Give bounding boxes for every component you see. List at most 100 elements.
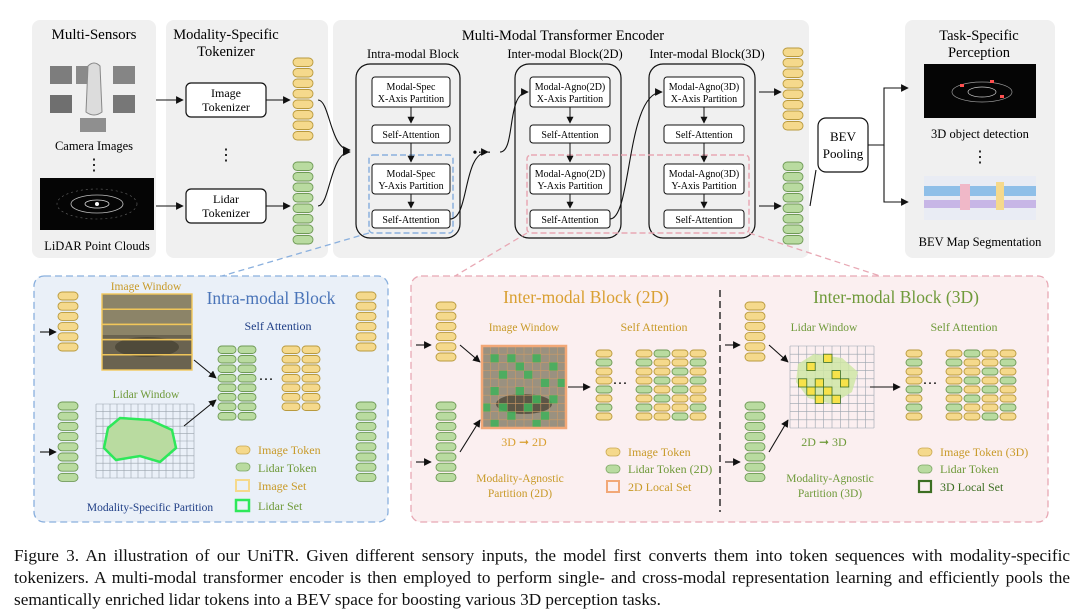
token bbox=[301, 383, 321, 392]
token bbox=[981, 349, 999, 358]
image-token-3d-cell bbox=[840, 378, 850, 388]
token bbox=[905, 376, 923, 385]
token bbox=[653, 412, 671, 421]
inter3d-partition-y-1: Modal-Agno(3D) bbox=[669, 169, 740, 180]
token bbox=[281, 364, 301, 373]
token bbox=[653, 394, 671, 403]
token bbox=[653, 367, 671, 376]
token bbox=[435, 301, 457, 311]
token bbox=[981, 358, 999, 367]
inter2d-partition-y-2: Y-Axis Partition bbox=[537, 181, 602, 192]
token bbox=[999, 394, 1017, 403]
inter3d-self-attention-label: Self Attention bbox=[931, 320, 998, 334]
token bbox=[292, 214, 314, 224]
camera-images-thumbnails bbox=[50, 62, 135, 132]
token bbox=[782, 100, 804, 110]
token bbox=[981, 385, 999, 394]
token bbox=[963, 358, 981, 367]
lidar-token-2d-cell bbox=[490, 387, 499, 396]
lidar-token-2d-cell bbox=[557, 378, 566, 387]
token bbox=[963, 394, 981, 403]
inter2d-self-attention-2: Self-Attention bbox=[541, 215, 598, 226]
token bbox=[57, 401, 79, 411]
token bbox=[653, 385, 671, 394]
token bbox=[635, 376, 653, 385]
bev-pooling-box bbox=[817, 117, 869, 173]
inter2d-legend-local-set: 2D Local Set bbox=[628, 480, 692, 494]
token bbox=[595, 412, 613, 421]
token bbox=[217, 374, 237, 383]
token bbox=[57, 442, 79, 452]
camera-images-label: Camera Images bbox=[55, 139, 133, 153]
token bbox=[292, 224, 314, 234]
token bbox=[57, 472, 79, 482]
inter3d-partition-x-2: X-Axis Partition bbox=[671, 94, 737, 105]
token bbox=[744, 442, 766, 452]
image-token-3d-cell bbox=[831, 370, 841, 380]
token bbox=[57, 432, 79, 442]
token bbox=[635, 403, 653, 412]
token bbox=[237, 374, 257, 383]
detection-label: 3D object detection bbox=[931, 127, 1030, 141]
token bbox=[744, 452, 766, 462]
token bbox=[905, 385, 923, 394]
token bbox=[981, 367, 999, 376]
token bbox=[301, 402, 321, 411]
inter-detail-panel bbox=[410, 275, 1049, 523]
intra-block-internals: Modal-Spec X-Axis Partition Self-Attenti… bbox=[371, 76, 451, 229]
segmentation-label: BEV Map Segmentation bbox=[919, 235, 1042, 249]
token bbox=[355, 442, 377, 452]
encoder-title: Multi-Modal Transformer Encoder bbox=[462, 28, 664, 44]
inter2d-block-frame bbox=[514, 63, 622, 239]
token bbox=[292, 203, 314, 213]
token bbox=[435, 352, 457, 362]
inter2d-detail-arrows bbox=[416, 341, 591, 466]
token bbox=[782, 89, 804, 99]
lidar-token-2d-cell bbox=[532, 395, 541, 404]
token bbox=[301, 393, 321, 402]
token bbox=[217, 412, 237, 421]
token bbox=[782, 110, 804, 120]
token bbox=[744, 342, 766, 352]
intra-image-window bbox=[102, 294, 192, 370]
token bbox=[905, 403, 923, 412]
segmentation-result-image bbox=[924, 176, 1036, 220]
token bbox=[905, 358, 923, 367]
token bbox=[744, 401, 766, 411]
token bbox=[744, 411, 766, 421]
token bbox=[301, 345, 321, 354]
multi-sensors-title: Multi-Sensors bbox=[51, 27, 136, 43]
token bbox=[281, 355, 301, 364]
lidar-token-2d-cell bbox=[507, 354, 516, 363]
token bbox=[292, 57, 314, 67]
token bbox=[744, 421, 766, 431]
token bbox=[671, 412, 689, 421]
token bbox=[355, 332, 377, 342]
intra-detail-arrows bbox=[40, 328, 217, 456]
intra-legend-image-token: Image Token bbox=[258, 443, 321, 457]
token bbox=[595, 367, 613, 376]
token bbox=[435, 411, 457, 421]
token bbox=[635, 385, 653, 394]
token bbox=[782, 172, 804, 182]
token bbox=[963, 376, 981, 385]
token bbox=[689, 412, 707, 421]
token bbox=[595, 394, 613, 403]
token bbox=[999, 349, 1017, 358]
inter3d-projection-label: 2D ➞ 3D bbox=[801, 435, 847, 449]
lidar-point-clouds-label: LiDAR Point Clouds bbox=[44, 239, 150, 253]
token bbox=[292, 172, 314, 182]
lidar-token-2d-cell bbox=[507, 411, 516, 420]
inter2d-partition-x-1: Modal-Agno(2D) bbox=[535, 82, 606, 93]
token bbox=[355, 322, 377, 332]
inter2d-block-internals: Modal-Agno(2D) X-Axis Partition Self-Att… bbox=[529, 76, 611, 229]
token bbox=[905, 367, 923, 376]
token bbox=[653, 403, 671, 412]
token bbox=[689, 376, 707, 385]
lidar-token-2d-cell bbox=[532, 419, 541, 428]
lidar-token-2d-cell bbox=[490, 354, 499, 363]
token bbox=[217, 383, 237, 392]
image-token-3d-cell bbox=[814, 394, 825, 404]
intra-partition-x-2: X-Axis Partition bbox=[378, 94, 444, 105]
token bbox=[355, 301, 377, 311]
